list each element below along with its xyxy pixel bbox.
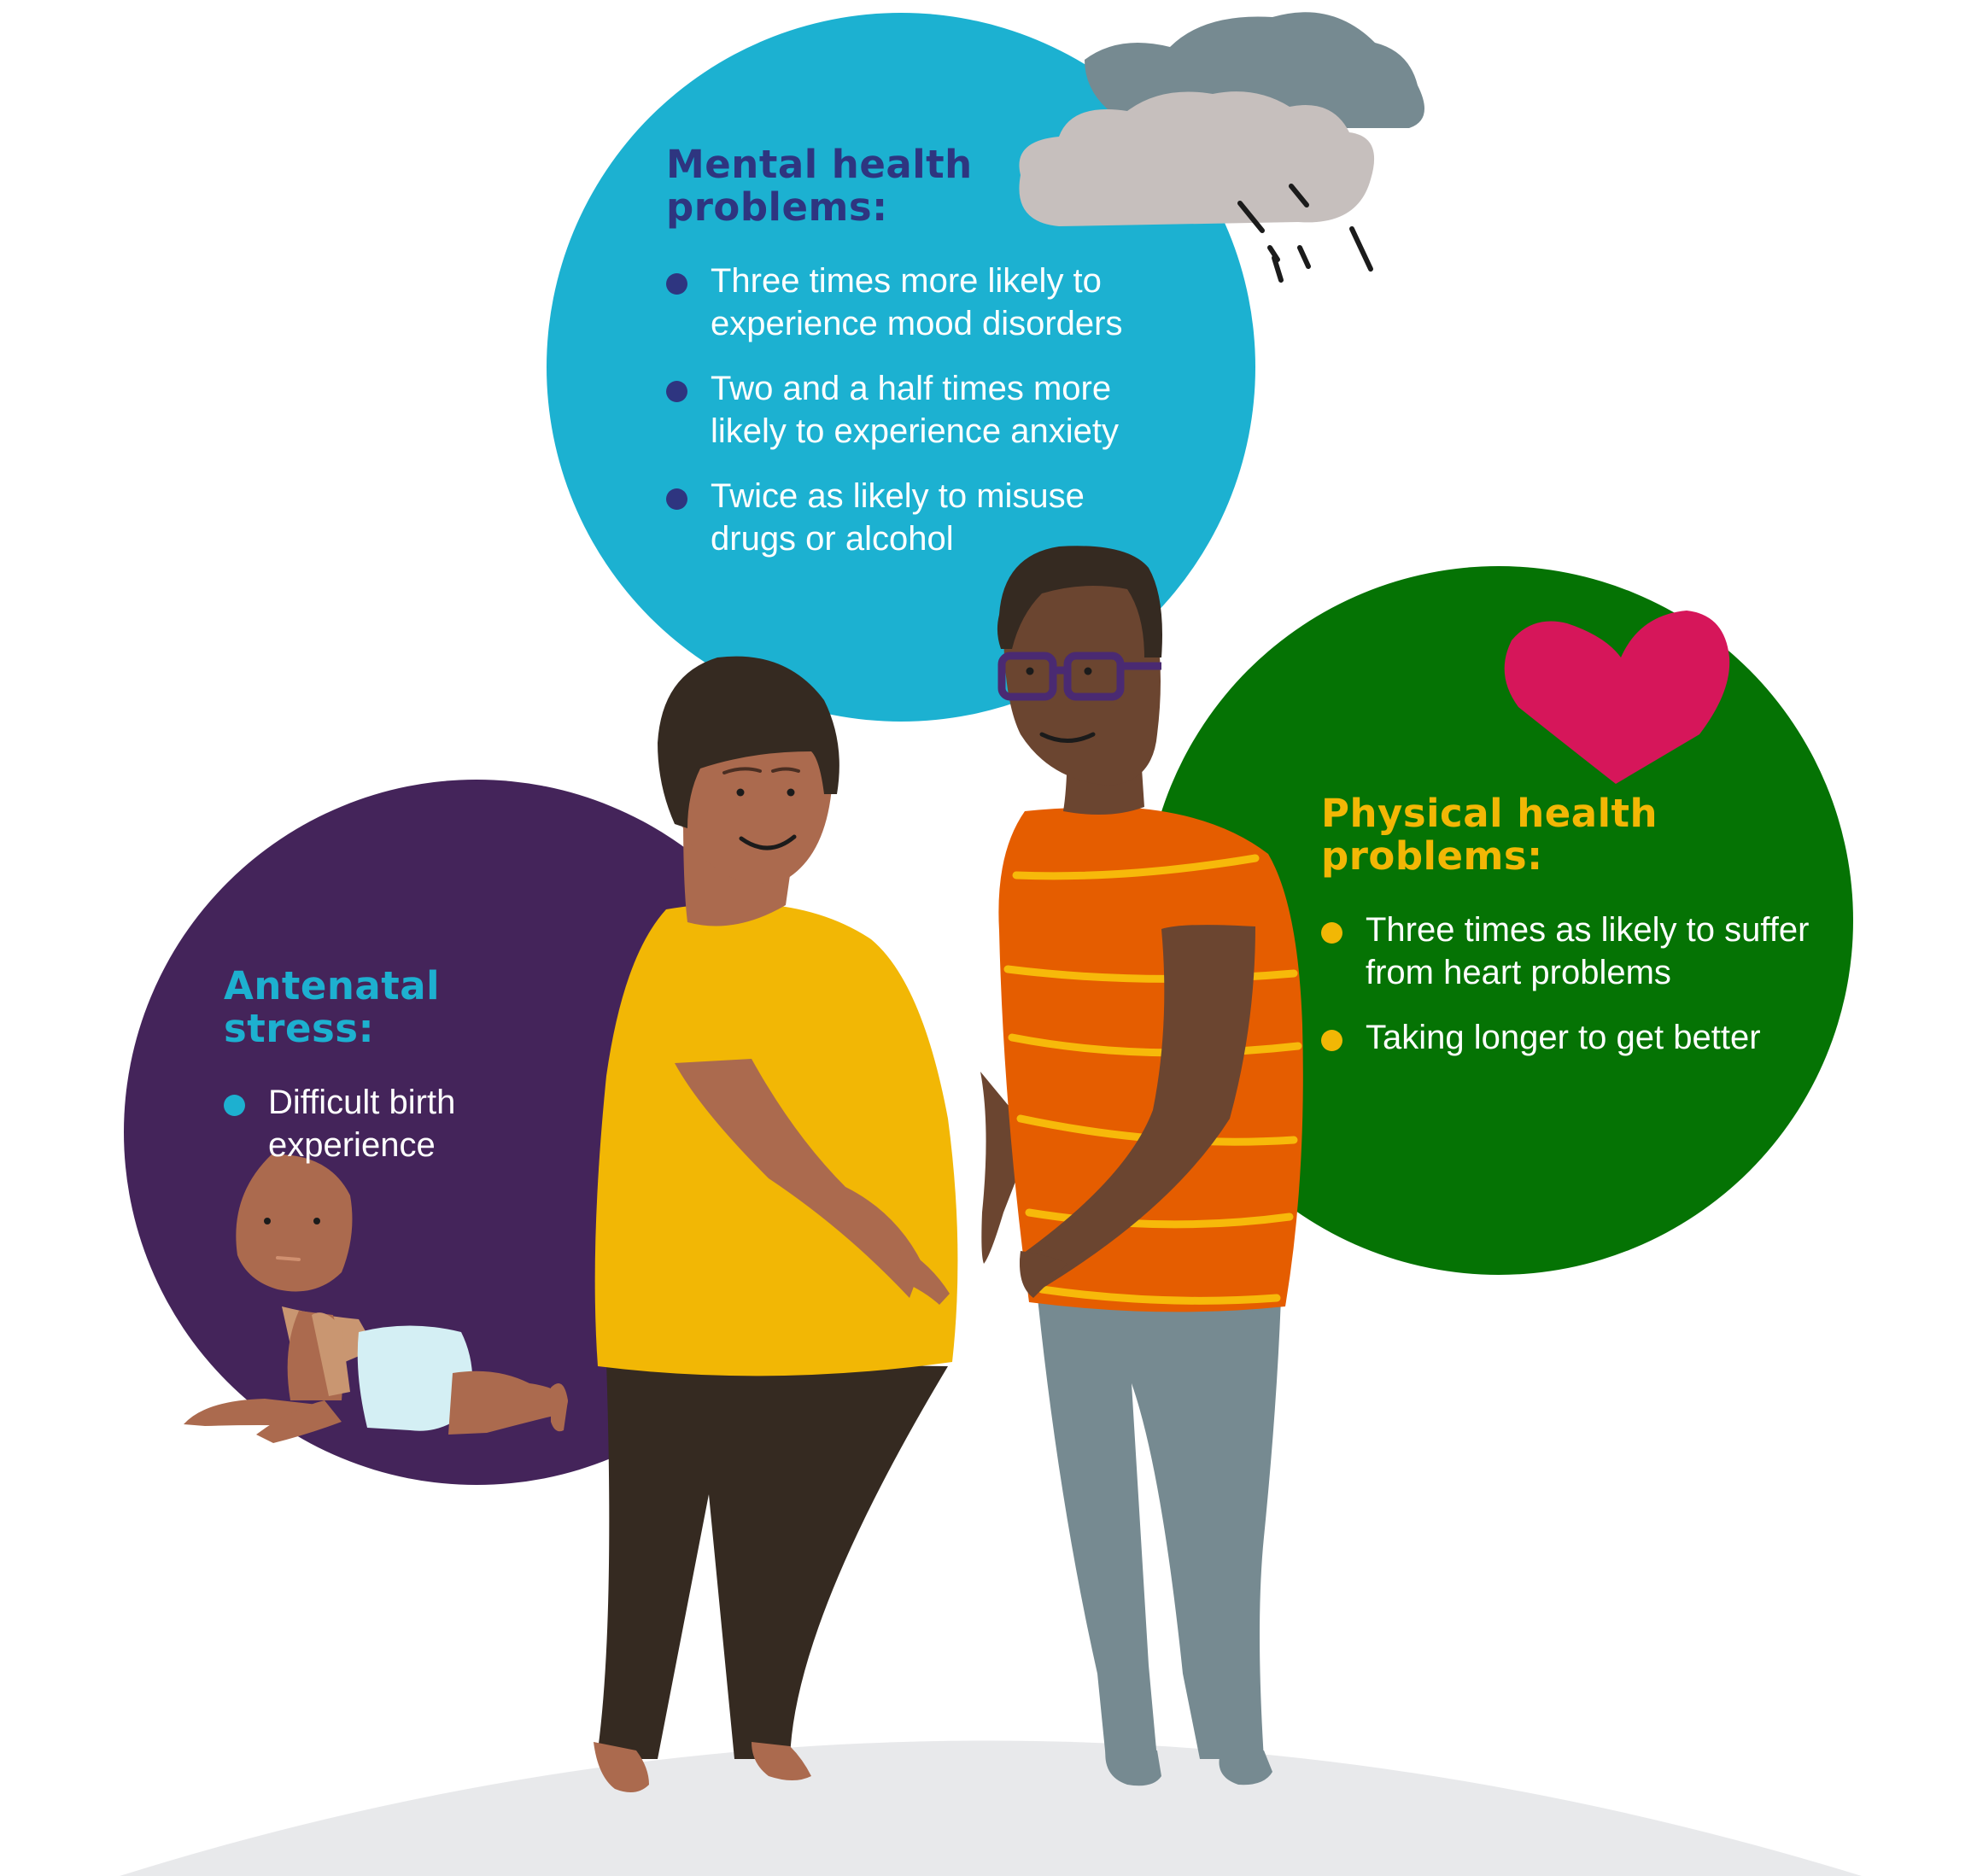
bullet-icon [666,273,687,295]
list-item: Three times more likely to experience mo… [666,260,1179,345]
list-item-text: Taking longer to get better [1366,1019,1761,1056]
man-illustration [980,546,1303,1786]
bullet-icon [666,381,687,402]
antenatal-panel: Antenatal stress: Difficult birth experi… [224,965,600,1189]
bullet-icon [1321,1030,1342,1051]
mental-health-list: Three times more likely to experience mo… [666,260,1179,560]
list-item-text: Three times as likely to suffer from hea… [1366,911,1810,991]
list-item: Two and a half times more likely to expe… [666,367,1179,453]
list-item: Difficult birth experience [224,1081,600,1166]
physical-health-panel: Physical health problems: Three times as… [1321,792,1816,1081]
ground-hill [120,1740,1862,1876]
baby-illustration [184,1154,568,1443]
list-item: Three times as likely to suffer from hea… [1321,909,1816,994]
list-item: Taking longer to get better [1321,1016,1816,1059]
bullet-icon [1321,922,1342,944]
rain-cloud-icon [1019,12,1424,283]
list-item-text: Twice as likely to misuse drugs or alcoh… [711,477,1085,558]
physical-health-list: Three times as likely to suffer from hea… [1321,909,1816,1059]
antenatal-heading: Antenatal stress: [224,963,441,1051]
list-item-text: Three times more likely to experience mo… [711,262,1123,342]
heart-icon [1504,611,1730,784]
list-item-text: Two and a half times more likely to expe… [711,370,1120,450]
bullet-icon [666,488,687,510]
antenatal-list: Difficult birth experience [224,1081,600,1166]
list-item-text: Difficult birth experience [268,1084,456,1164]
mental-health-heading: Mental health problems: [666,142,973,230]
physical-health-heading: Physical health problems: [1321,791,1658,879]
list-item: Twice as likely to misuse drugs or alcoh… [666,475,1179,560]
woman-illustration [594,656,958,1792]
mental-health-panel: Mental health problems: Three times more… [666,143,1179,582]
bullet-icon [224,1095,245,1116]
